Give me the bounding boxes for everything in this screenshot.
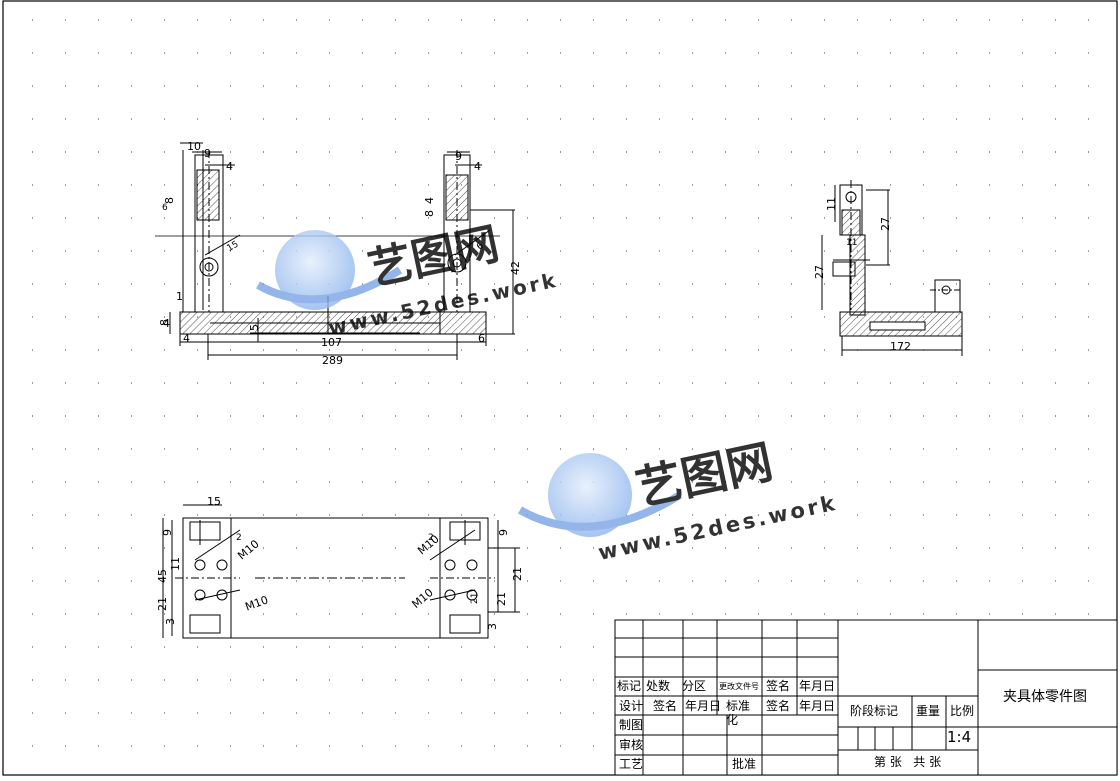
dim-text: 21 [495,592,508,606]
scale-value: 1:4 [947,728,971,746]
side-view [821,180,963,356]
label-sign2: 签名 [653,698,677,713]
swoosh-icon [518,491,683,531]
dim-text: 1 [176,290,183,303]
dim-text: 3 [486,623,499,630]
label-process: 工艺 [619,757,643,771]
label-ratio: 比例 [950,704,974,718]
header-zone: 分区 [682,679,706,693]
dim-text: 3 [164,618,177,625]
label-review: 审核 [619,737,643,752]
label-stage-mark: 阶段标记 [850,703,898,718]
dim-text: 42 [509,261,522,275]
label-date2: 年月日 [685,699,721,713]
label-sign3: 签名 [766,698,790,713]
dim-text: 5 [248,324,261,331]
dim-text: 4 [226,160,233,173]
dim-text: 9 [497,529,510,536]
dim-text: 2 [236,533,242,543]
dim-text: 4 [474,160,481,173]
label-standard2: 化 [726,713,738,727]
dim-text: 9 [204,147,211,160]
label-design: 设计 [619,699,643,713]
dim-text: 45 [156,569,169,583]
dim-text: 4 [163,317,170,330]
dim-text: 8 [423,210,436,217]
dim-text: 289 [322,354,343,367]
label-sheet-of: 第 张 共 张 [874,755,941,769]
label-date3: 年月日 [799,699,835,713]
header-date1: 年月日 [799,679,835,693]
dim-text: 6 [162,203,168,213]
dim-text: 4 [183,332,190,345]
dim-text: 27 [879,217,892,231]
drawing-title: 夹具体零件图 [1003,689,1087,705]
front-view [155,142,515,360]
dim-text: 15 [226,240,241,254]
header-sign1: 签名 [766,678,790,693]
dim-text: 21 [156,597,169,611]
dim-text: 11 [169,557,182,571]
dim-text: 2 [428,533,434,543]
dim-text: 11 [846,238,857,248]
dim-text: 15 [207,495,221,508]
dim-text: 107 [321,336,342,349]
dim-text: 9 [161,529,174,536]
title-block [614,619,1118,776]
header-change-doc: 更改文件号 [719,681,759,691]
header-count: 处数 [646,678,670,693]
header-mark: 标记 [617,679,641,693]
dim-text: 21 [511,567,524,581]
globe-logo-icon [548,453,632,537]
dim-text: 172 [890,340,911,353]
dim-text: 8 [158,319,171,326]
globe-logo-icon [275,230,355,310]
dim-text: 10 [187,140,201,153]
dim-text: 27 [813,265,826,279]
label-drafting: 制图 [619,718,643,732]
swoosh-icon [256,266,403,304]
dim-text: 11 [825,197,838,211]
label-approve: 批准 [732,756,756,771]
dim-text: 8 [163,197,176,204]
label-weight: 重量 [916,704,940,718]
dim-text: 6 [475,241,486,253]
plan-view [162,504,520,639]
dim-text: 9 [455,150,462,163]
label-standard: 标准 [726,699,750,713]
dim-text: 6 [478,332,485,345]
dim-text: 21 [470,593,480,604]
side-view-dims: 11 27 27 11 172 [813,197,911,353]
title-block-text: 标记 处数 分区 更改文件号 签名 年月日 设计 签名 年月日 标准 化 签名 … [617,678,1087,771]
dim-text: 4 [423,197,436,204]
front-view-dims: 10 9 4 8 4 8 1 4 5 107 289 6 9 4 4 8 42 … [158,140,522,367]
